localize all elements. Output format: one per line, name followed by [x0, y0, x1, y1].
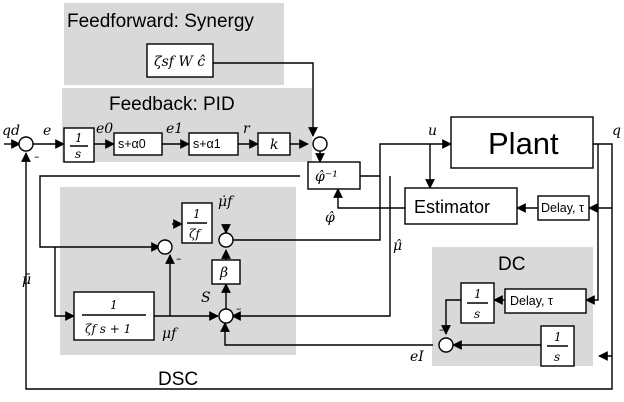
signal-mu-f: μf	[162, 326, 179, 342]
phi-inverse-block	[307, 161, 361, 190]
signal-u: u	[428, 123, 437, 139]
wires	[4, 62, 613, 390]
gain-k-block	[257, 132, 291, 156]
sign-dc-minus: –	[439, 323, 445, 336]
lead-block-1	[113, 132, 163, 156]
dsc-upper-sum	[218, 232, 234, 248]
synergy-label: ζsf W ĉ	[154, 54, 205, 70]
signal-mu-hat: μ̂	[393, 238, 402, 254]
sign-dsc-minus: –	[176, 252, 182, 265]
feedforward-title: Feedforward: Synergy	[67, 11, 254, 32]
signal-mu-f-dot: μ̇f	[218, 194, 235, 210]
signal-phi-hat: φ̂	[325, 210, 335, 226]
dsc-filter-den: ζf s + 1	[85, 322, 131, 336]
delay-top-label: Delay, τ	[541, 201, 584, 215]
dsc-filter-block	[73, 291, 155, 341]
signal-mu-bar: μ̄	[22, 272, 31, 288]
dc-sum	[438, 337, 454, 353]
signal-q: q	[612, 123, 621, 139]
signal-e0: e0	[96, 121, 113, 137]
dc-integrator-bottom	[540, 325, 575, 367]
phi-inverse-label: φ̂⁻¹	[315, 169, 338, 185]
signal-S: S	[201, 290, 211, 306]
signal-e-I: eI	[410, 349, 424, 365]
dc-title: DC	[498, 254, 525, 275]
lead-block-2	[188, 132, 239, 156]
dc-delay-block	[504, 288, 587, 314]
dsc-gain-den: ζf	[189, 227, 203, 241]
signal-e1: e1	[166, 121, 183, 137]
signal-qd: qd	[2, 123, 20, 139]
synergy-block	[146, 43, 214, 78]
dsc-left-sum	[157, 239, 173, 255]
dc-delay-label: Delay, τ	[510, 294, 553, 308]
sign-s-minus: –	[236, 302, 242, 315]
estimator-block	[404, 187, 518, 225]
dc-int-top-den: s	[474, 307, 480, 321]
lead-1-label: s+α0	[118, 137, 146, 151]
sign-input-minus: –	[34, 150, 40, 163]
plant-block	[450, 116, 594, 169]
dsc-filter-num: 1	[110, 298, 118, 312]
dc-int-top-num: 1	[474, 287, 482, 301]
signal-e: e	[43, 123, 51, 139]
integrator-num: 1	[75, 131, 83, 145]
dsc-title: DSC	[158, 369, 198, 390]
dsc-gain-num: 1	[193, 207, 201, 221]
signal-r: r	[243, 121, 251, 137]
dc-int-bottom-num: 1	[554, 330, 562, 344]
feedback-title: Feedback: PID	[109, 94, 235, 115]
dc-int-bottom-den: s	[554, 350, 560, 364]
plant-label: Plant	[488, 126, 559, 161]
feedforward-sum	[312, 136, 328, 152]
dc-integrator-top	[460, 282, 495, 324]
integrator-block	[63, 127, 95, 163]
gain-k-label: k	[270, 137, 278, 153]
integrator-den: s	[75, 147, 81, 161]
input-sum	[18, 136, 34, 152]
beta-block	[211, 259, 241, 285]
dsc-s-sum	[218, 308, 234, 324]
estimator-label: Estimator	[414, 197, 490, 217]
beta-label: β	[219, 265, 228, 281]
lead-2-label: s+α1	[193, 137, 221, 151]
delay-block-top	[537, 195, 590, 221]
